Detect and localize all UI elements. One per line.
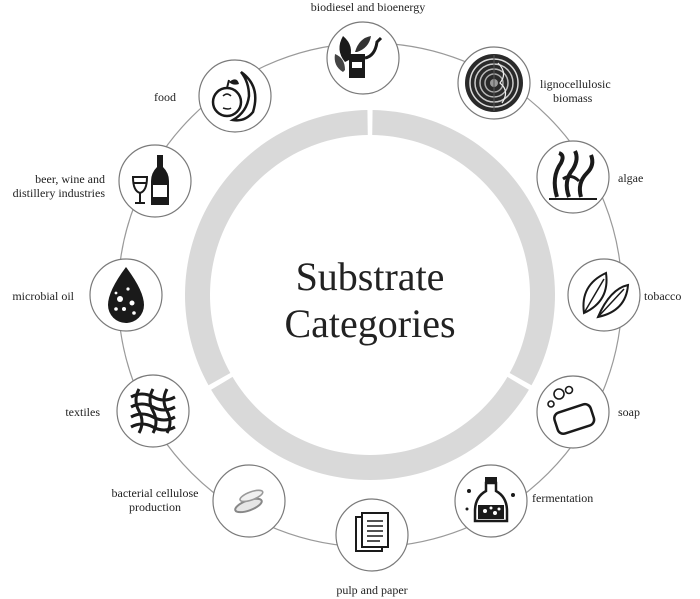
donut-segment <box>184 110 368 386</box>
category-label: algae <box>618 171 643 185</box>
category-label: tobacco <box>644 289 681 303</box>
category-label: lignocellulosic <box>540 77 611 91</box>
category-algae: algae <box>536 140 643 214</box>
category-label: bacterial cellulose <box>112 486 199 500</box>
category-label: microbial oil <box>12 289 74 303</box>
fermentation-flask-icon <box>465 477 515 523</box>
donut-segment <box>211 376 529 480</box>
soap-bar-icon <box>547 385 596 435</box>
center-title-line-1: Substrate <box>296 254 445 299</box>
category-label: pulp and paper <box>336 583 407 597</box>
category-food: food <box>154 59 272 133</box>
category-fermentation: fermentation <box>454 464 593 538</box>
central-donut <box>184 110 556 480</box>
center-title-line-2: Categories <box>284 301 455 346</box>
category-label: biomass <box>553 91 593 105</box>
category-tobacco: tobacco <box>567 258 681 332</box>
category-label: distillery industries <box>13 186 106 200</box>
fuel-pump-plant-icon <box>334 36 383 78</box>
woven-fabric-icon <box>130 388 176 434</box>
category-label: biodiesel and bioenergy <box>311 0 425 14</box>
category-label: production <box>129 500 181 514</box>
wine-bottle-glass-icon <box>131 155 169 205</box>
category-label: food <box>154 90 176 104</box>
apple-banana-icon <box>211 70 257 122</box>
category-label: fermentation <box>532 491 593 505</box>
category-soap: soap <box>536 375 640 449</box>
donut-segment <box>372 110 556 386</box>
category-bacterial-cellulose-production: bacterial cellulose production <box>112 464 286 538</box>
category-biodiesel-and-bioenergy: biodiesel and bioenergy <box>311 0 425 95</box>
algae-icon <box>549 150 597 200</box>
oil-drop-icon <box>108 267 144 323</box>
category-beer-wine-distillery: beer, wine and distillery industries <box>13 144 192 218</box>
category-textiles: textiles <box>65 374 190 448</box>
tobacco-leaf-icon <box>582 271 630 319</box>
paper-sheets-icon <box>355 512 389 552</box>
wood-rings-icon <box>465 54 523 112</box>
cellulose-film-icon <box>234 489 264 514</box>
category-lignocellulosic-biomass: lignocellulosic biomass <box>457 46 611 120</box>
category-label: soap <box>618 405 640 419</box>
category-label: textiles <box>65 405 100 419</box>
category-microbial-oil: microbial oil <box>12 258 163 332</box>
category-pulp-and-paper: pulp and paper <box>335 498 409 597</box>
category-label: beer, wine and <box>35 172 105 186</box>
